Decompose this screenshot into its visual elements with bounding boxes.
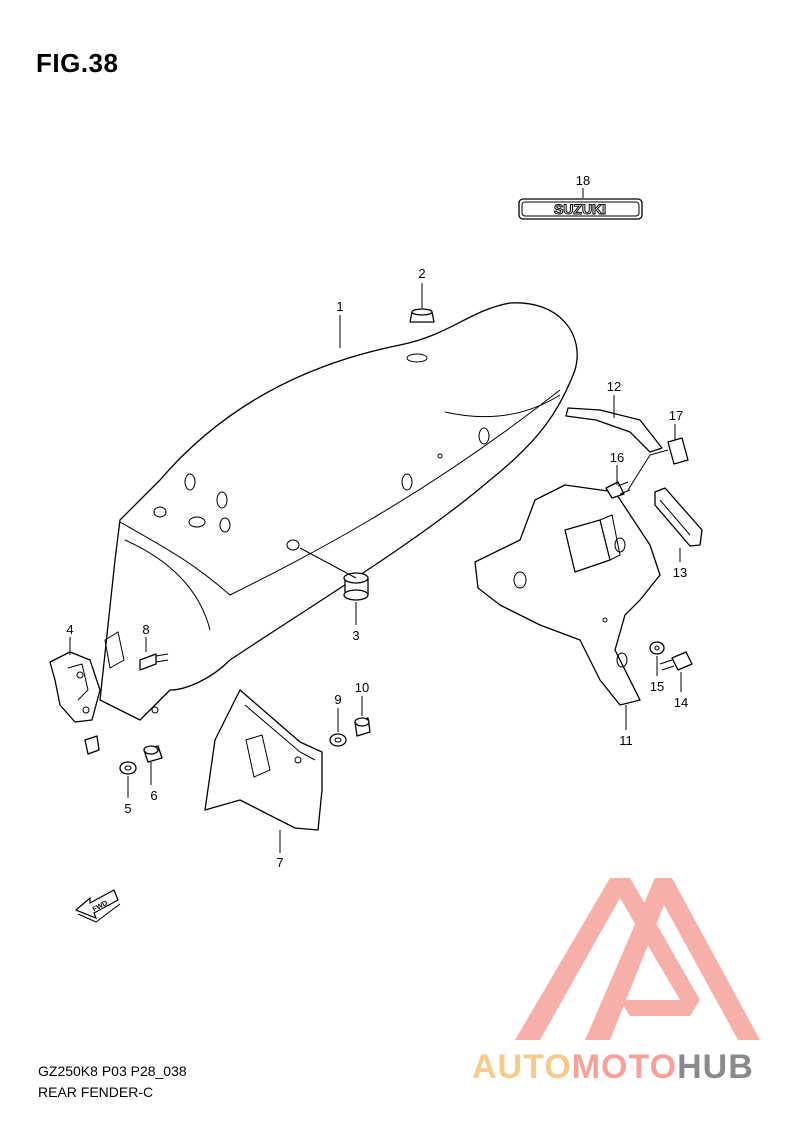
callout-15: 15 <box>650 679 664 694</box>
callout-6: 6 <box>150 788 157 803</box>
callout-7: 7 <box>276 855 283 870</box>
model-code: GZ250K8 P03 P28_038 <box>38 1063 187 1079</box>
callout-11: 11 <box>619 733 633 748</box>
watermark-hub: HUB <box>677 1048 754 1086</box>
fwd-arrow-icon: FWD <box>74 889 121 923</box>
watermark-logo <box>515 878 760 1040</box>
part-15-washer <box>649 641 665 655</box>
part-1-rear-fender <box>99 302 578 721</box>
callout-14: 14 <box>674 695 688 710</box>
callout-13: 13 <box>673 565 687 580</box>
callout-18: 18 <box>576 173 590 188</box>
part-10-nut <box>354 717 371 737</box>
callout-9: 9 <box>334 692 341 707</box>
part-7-mud-flap <box>204 689 323 831</box>
part-9-washer <box>329 733 347 747</box>
callout-17: 17 <box>669 408 683 423</box>
part-6-nut <box>143 745 163 763</box>
callout-8: 8 <box>142 622 149 637</box>
part-4-bracket <box>49 651 101 755</box>
callout-4: 4 <box>66 622 73 637</box>
part-8-bolt <box>139 653 169 671</box>
callout-10: 10 <box>355 680 369 695</box>
figure-title: FIG.38 <box>36 48 119 78</box>
part-3-cushion <box>343 572 369 601</box>
callout-1: 1 <box>336 299 343 314</box>
callout-5: 5 <box>124 801 131 816</box>
watermark-text: AUTOMOTOHUB <box>472 1048 754 1087</box>
part-12-strip <box>565 407 663 453</box>
callout-labels: 1 2 3 4 5 6 7 8 9 10 11 12 13 14 15 16 1… <box>66 173 688 870</box>
part-11-plate-bracket <box>474 484 661 706</box>
callout-16: 16 <box>610 450 624 465</box>
callout-2: 2 <box>418 266 425 281</box>
suzuki-emblem-text: SUZUKI <box>554 201 606 217</box>
watermark-auto: AUTO <box>472 1048 572 1086</box>
part-17-clip <box>627 437 689 491</box>
watermark-moto: MOTO <box>571 1048 678 1086</box>
callout-12: 12 <box>607 379 621 394</box>
callout-3: 3 <box>352 628 359 643</box>
part-16-screw <box>605 481 631 499</box>
part-14-bolt <box>659 651 693 671</box>
part-2-grommet <box>409 308 435 323</box>
section-name: REAR FENDER-C <box>38 1084 154 1100</box>
part-13-reflector <box>654 487 703 547</box>
part-18-suzuki-emblem: SUZUKI <box>518 198 643 220</box>
part-5-washer <box>119 761 137 775</box>
leader-lines <box>69 188 682 853</box>
